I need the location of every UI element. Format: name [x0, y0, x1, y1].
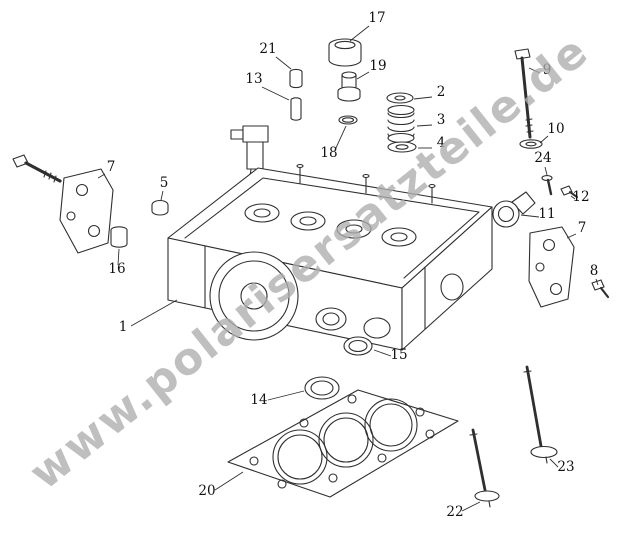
mounting-bracket-left — [59, 168, 114, 254]
callout-7-right: 7 — [578, 220, 587, 236]
leader-line-1 — [130, 299, 178, 327]
callout-19: 19 — [369, 58, 386, 74]
callout-5: 5 — [160, 175, 169, 191]
callout-17: 17 — [368, 10, 385, 26]
callout-20: 20 — [198, 483, 215, 499]
callout-23: 23 — [557, 459, 574, 475]
sealing-washer — [519, 139, 543, 149]
callout-layer: 17 21 19 13 2 9 3 4 18 10 24 5 7 12 11 7 16 8 1 15 14 20 23 22 — [97, 10, 599, 520]
screw-24 — [541, 175, 553, 196]
screw-12 — [560, 185, 578, 198]
valve-23 — [523, 365, 558, 464]
spring-retainer — [386, 92, 414, 104]
leader-line-21 — [275, 56, 292, 70]
cylinder-head — [167, 163, 493, 351]
valve-22 — [469, 428, 500, 508]
leader-line-9 — [528, 67, 541, 74]
callout-12: 12 — [572, 189, 589, 205]
callout-21: 21 — [259, 41, 276, 57]
callout-15: 15 — [390, 347, 407, 363]
callout-7-left: 7 — [107, 159, 116, 175]
leader-line-11 — [520, 214, 540, 218]
leader-line-19 — [356, 71, 370, 80]
spring-seat — [387, 141, 417, 153]
seal-ring-14 — [304, 376, 340, 400]
leader-line-23 — [549, 458, 559, 468]
callout-18: 18 — [320, 145, 337, 161]
valve-spring — [387, 104, 415, 144]
leader-line-7-right — [566, 233, 577, 239]
dowel-pin — [290, 97, 302, 121]
seal-ring-15 — [343, 336, 373, 356]
valve-stem-seal — [337, 71, 361, 102]
callout-4: 4 — [437, 135, 446, 151]
callout-3: 3 — [437, 112, 446, 128]
callout-14: 14 — [250, 392, 267, 408]
screw-8 — [591, 279, 610, 299]
head-gasket — [227, 389, 459, 498]
spacer-sleeve — [110, 226, 128, 248]
leader-line-22 — [461, 501, 481, 512]
leader-line-2 — [413, 96, 433, 100]
leader-line-12 — [570, 195, 576, 200]
flange-bolt — [514, 48, 534, 139]
callout-9: 9 — [543, 62, 552, 78]
callout-2: 2 — [437, 84, 446, 100]
callout-8: 8 — [590, 263, 599, 279]
callout-24: 24 — [534, 150, 551, 166]
coolant-outlet — [492, 191, 536, 228]
leader-line-17 — [349, 25, 370, 42]
callout-13: 13 — [245, 71, 262, 87]
plug-pin — [289, 68, 303, 89]
tappet-cap — [328, 38, 362, 67]
diagram-artwork — [12, 38, 610, 508]
leader-line-8 — [595, 278, 599, 286]
callout-10: 10 — [547, 121, 564, 137]
leader-line-7-left — [97, 173, 106, 179]
leader-line-3 — [416, 124, 433, 127]
leader-line-15 — [373, 349, 392, 357]
leader-line-18 — [334, 125, 347, 151]
callout-22: 22 — [446, 504, 463, 520]
leader-line-20 — [214, 471, 244, 491]
callout-1: 1 — [119, 319, 128, 335]
mounting-bracket-right — [528, 226, 575, 308]
cap-nut — [151, 199, 169, 216]
o-ring — [338, 115, 358, 125]
leader-line-24 — [544, 166, 548, 176]
leader-line-13 — [261, 86, 290, 101]
leader-line-14 — [267, 390, 305, 401]
callout-11: 11 — [538, 206, 555, 222]
stud-bolt-left — [12, 154, 62, 183]
leader-line-5 — [160, 190, 164, 201]
callout-16: 16 — [108, 261, 125, 277]
leader-line-10 — [539, 135, 549, 144]
leader-line-16 — [117, 248, 120, 266]
